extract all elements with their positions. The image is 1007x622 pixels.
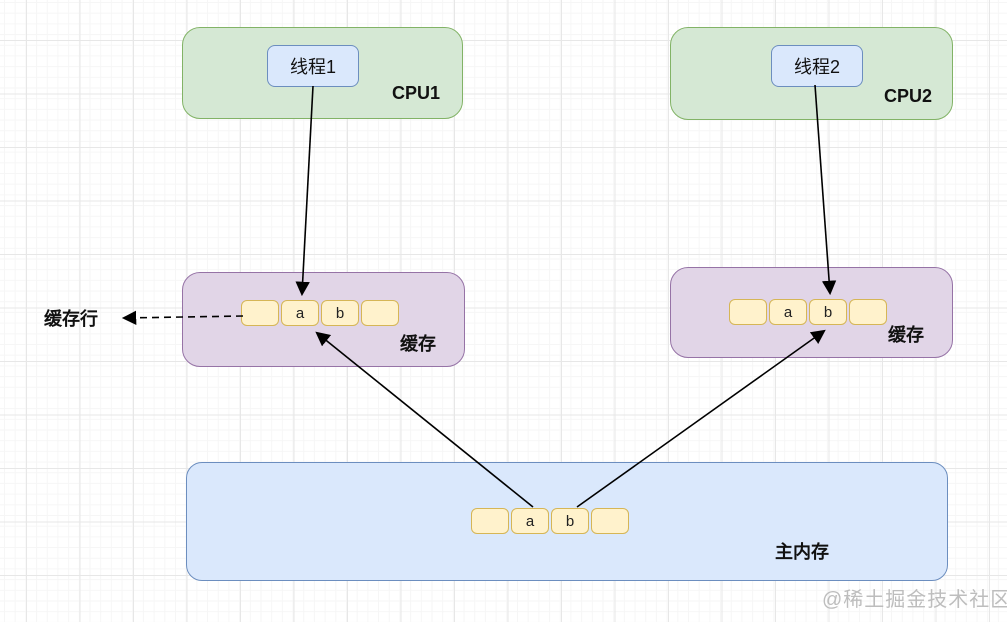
cache2-cells: a b [729, 299, 887, 325]
cache1-cell-a: a [281, 300, 319, 326]
cache2-label: 缓存 [888, 325, 924, 345]
memory-cell-a: a [511, 508, 549, 534]
cpu1-box: 线程1 CPU1 [182, 27, 463, 119]
cache-line-label: 缓存行 [44, 309, 98, 329]
thread2-box: 线程2 [771, 45, 863, 87]
cache2-cell-a: a [769, 299, 807, 325]
thread1-box: 线程1 [267, 45, 359, 87]
cache2-cell-b: b [809, 299, 847, 325]
cache1-label: 缓存 [400, 334, 436, 354]
memory-cell-0 [471, 508, 509, 534]
cpu2-box: 线程2 CPU2 [670, 27, 953, 120]
cache1-box: a b 缓存 [182, 272, 465, 367]
cache2-box: a b 缓存 [670, 267, 953, 358]
cache1-cell-b: b [321, 300, 359, 326]
memory-cell-3 [591, 508, 629, 534]
cache2-cell-3 [849, 299, 887, 325]
memory-cell-b: b [551, 508, 589, 534]
cache1-cells: a b [241, 300, 399, 326]
thread2-label: 线程2 [793, 57, 840, 77]
cache1-cell-0 [241, 300, 279, 326]
cpu2-label: CPU2 [883, 86, 932, 106]
cache1-cell-3 [361, 300, 399, 326]
cache2-cell-0 [729, 299, 767, 325]
cpu1-label: CPU1 [391, 83, 440, 103]
watermark-text: @稀土掘金技术社区 [822, 589, 1007, 611]
main-memory-box: a b 主内存 [186, 462, 948, 581]
main-memory-cells: a b [471, 508, 629, 534]
main-memory-label: 主内存 [775, 542, 829, 562]
thread1-label: 线程1 [289, 57, 336, 77]
